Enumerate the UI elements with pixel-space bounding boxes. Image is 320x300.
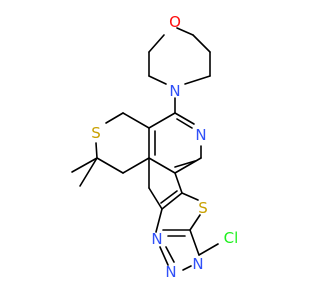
atom-label-nitrogen-pyridine: N [195,126,206,144]
bond [79,157,98,187]
bond [96,157,124,174]
bond [192,34,211,53]
bond [159,246,169,266]
atom-label-sulfur-thiophene: S [198,199,208,217]
bond [160,190,178,204]
bond [122,157,150,174]
bond [148,157,176,174]
atom-label-chlorine: Cl [224,229,239,247]
bond [189,229,200,256]
bond [165,246,175,263]
atom-label-sulfur-thiopyran: S [91,124,101,142]
bond [148,34,165,53]
bond [95,142,98,159]
bond [174,172,183,194]
bond [189,214,201,231]
bond [174,112,195,125]
bond [181,192,199,201]
bond [176,118,193,129]
bond [148,187,163,210]
bond [176,27,194,36]
molecule-structure: O N N S S N N N Cl [0,0,300,300]
atom-label-nitrogen-morpholine: N [169,82,180,100]
bond [71,157,98,173]
background [0,0,300,300]
atom-label-oxygen: O [169,13,181,31]
bond [182,265,192,271]
bond [155,208,163,233]
bond [148,75,167,85]
atom-label-nitrogen-triazine-1: N [151,230,162,248]
bond [122,112,150,129]
bond [174,160,196,168]
bond [184,75,211,85]
bond [148,112,176,129]
bond-set [71,27,219,271]
bond [105,112,124,124]
bond [174,157,202,174]
atom-labels: O N N S S N N N Cl [91,13,238,281]
atom-label-nitrogen-triazine-2: N [165,263,176,281]
bond [198,243,219,256]
bond [161,192,183,210]
atom-label-nitrogen-triazine-3: N [192,255,203,273]
